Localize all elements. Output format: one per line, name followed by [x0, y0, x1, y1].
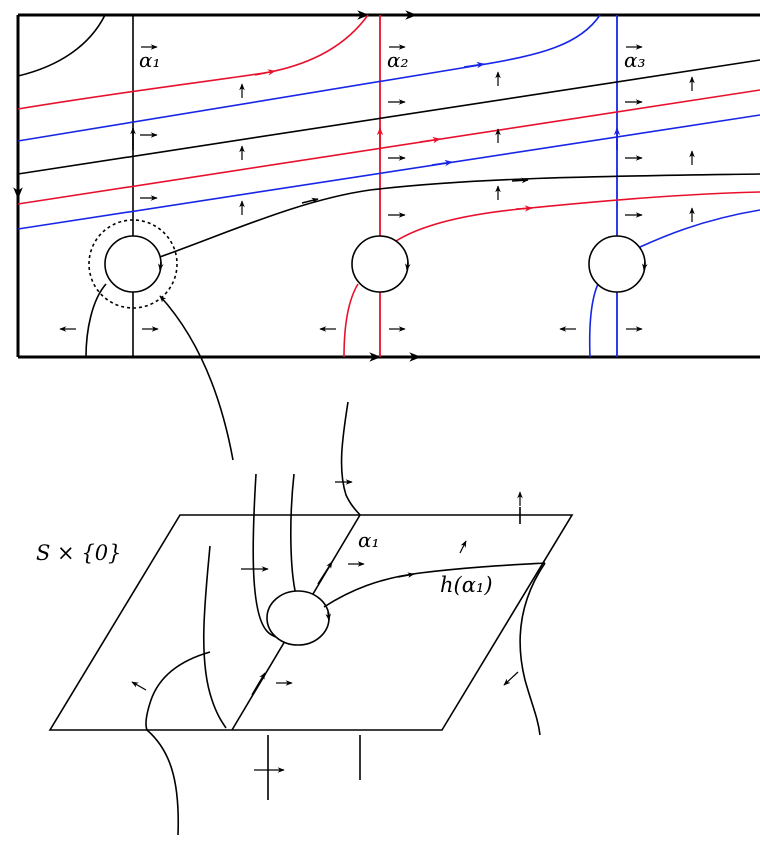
vector-field-bottom	[131, 479, 519, 773]
blue-curve-top-arrow	[463, 61, 485, 69]
strand-lower-left	[145, 651, 211, 836]
black-tail-circle1	[85, 283, 107, 358]
label-alpha1-lower: α₁	[358, 528, 380, 552]
top-panel: α₁ α₂ α₃	[13, 10, 760, 362]
label-alpha1: α₁	[139, 48, 161, 72]
vector-arrow	[131, 681, 147, 691]
h-alpha1-lower	[323, 562, 546, 608]
alpha1-lower-arrow-2	[251, 672, 266, 696]
blue-tail-circle3	[588, 283, 599, 358]
circle-2-orient	[405, 261, 411, 271]
label-alpha2: α₂	[387, 48, 409, 72]
red-line-mid	[17, 89, 760, 205]
circle-lower-orient	[325, 611, 331, 621]
bottom-panel: S × {0} α₁ h(α₁)	[36, 401, 574, 836]
tube-strand-center	[340, 401, 361, 516]
blue-line-mid	[17, 114, 760, 230]
tube-strand-right	[290, 473, 297, 596]
circle-3	[588, 235, 646, 293]
red-curve-top	[17, 14, 369, 110]
zoom-connector	[159, 295, 234, 461]
black-line-mid	[17, 59, 760, 175]
red-curve-top-arrow	[254, 69, 276, 76]
h-alpha1-lower-arrow	[397, 572, 415, 578]
circle-lower	[266, 590, 330, 646]
label-h-alpha1: h(α₁)	[440, 573, 493, 597]
h-alpha1-top-arrow-1	[301, 197, 319, 204]
blue-from-circle3	[639, 209, 760, 248]
red-line-mid-arrow	[419, 136, 441, 144]
circle-3-orient	[642, 261, 648, 271]
blue-curve-top	[17, 14, 601, 142]
circle-1-orient	[158, 261, 164, 271]
alpha1-lower-arrow-1	[317, 561, 333, 585]
corner-curve	[17, 14, 106, 77]
surface-sheet	[48, 514, 574, 731]
label-surface: S × {0}	[36, 541, 121, 565]
blue-line-mid-arrow	[431, 159, 453, 167]
h-alpha1-top-arrow-2	[511, 177, 529, 184]
circle-2	[351, 235, 409, 293]
red-from-circle2-arrow	[515, 205, 533, 212]
strand-left-down	[202, 545, 227, 729]
h-alpha1-top	[156, 173, 760, 259]
vector-arrow	[459, 540, 467, 554]
vector-field-top	[59, 71, 695, 332]
red-from-circle2	[395, 191, 760, 242]
strand-right	[519, 562, 546, 736]
label-alpha3: α₃	[624, 48, 646, 72]
vector-arrow	[503, 671, 519, 686]
red-tail-circle2	[343, 283, 359, 358]
circle-1	[104, 235, 162, 293]
circle-1-dashed	[88, 219, 178, 309]
